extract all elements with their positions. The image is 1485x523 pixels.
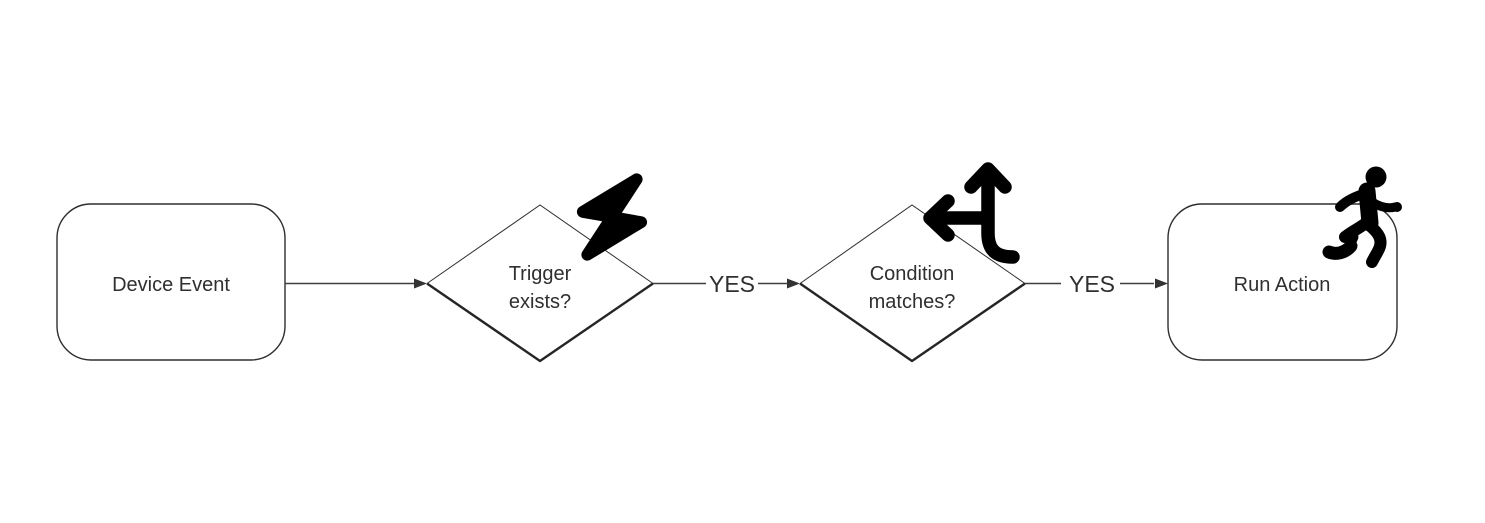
arrow-head-icon — [787, 278, 800, 289]
trigger-label-line1: Trigger — [509, 263, 572, 285]
run-action-label: Run Action — [1234, 274, 1331, 296]
arrow-head-icon — [1155, 278, 1168, 289]
edge-trigger-to-condition: YES — [653, 271, 800, 297]
edge-label-yes-2: YES — [1069, 271, 1115, 297]
node-device-event: Device Event — [56, 203, 286, 361]
trigger-diamond-top-edges — [426, 204, 654, 284]
arrow-head-icon — [414, 278, 427, 289]
edge-label-yes-1: YES — [709, 271, 755, 297]
lightning-bolt-icon — [576, 173, 648, 261]
edge-device-event-to-trigger — [285, 278, 427, 289]
condition-diamond-top-edges — [799, 204, 1026, 284]
node-run-action: Run Action — [1167, 166, 1402, 361]
condition-label-line2: matches? — [869, 291, 956, 313]
person-running-icon — [1322, 166, 1402, 268]
trigger-diamond-bottom-edges — [426, 282, 654, 363]
trigger-label-line2: exists? — [509, 291, 571, 313]
condition-label-line1: Condition — [870, 263, 955, 285]
edge-condition-to-run-action: YES — [1025, 271, 1168, 297]
run-action-shape — [1167, 203, 1398, 361]
node-trigger-exists: Trigger exists? — [426, 173, 654, 363]
node-condition-matches: Condition matches? — [799, 162, 1026, 363]
split-arrows-icon — [923, 162, 1020, 264]
device-event-label: Device Event — [112, 274, 230, 296]
condition-diamond-bottom-edges — [799, 282, 1026, 363]
device-event-shape — [56, 203, 286, 361]
